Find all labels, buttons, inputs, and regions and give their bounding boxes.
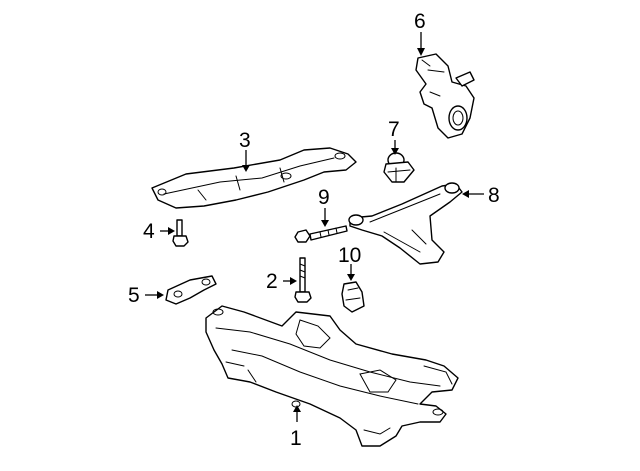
lower-control-arm-part[interactable] [348,182,463,265]
callout-7: 7 [388,118,400,141]
callout-9-arrowhead [321,220,329,227]
control-arm-bolt-part[interactable] [294,225,348,243]
bolt-4-part[interactable] [172,219,189,247]
bolt-2-part[interactable] [294,257,312,303]
bracket-part[interactable] [165,275,217,305]
callout-4: 4 [143,220,155,243]
callout-8-arrowhead [462,190,469,198]
callout-10: 10 [338,244,361,267]
ball-joint-part[interactable] [383,152,415,183]
stopper-part[interactable] [341,281,365,313]
callout-9: 9 [318,186,330,209]
callout-5-arrowhead [157,291,164,299]
callout-1-arrowhead [293,405,301,412]
callout-3: 3 [239,129,251,152]
steering-knuckle-part[interactable] [415,53,475,139]
callout-8: 8 [488,184,500,207]
callout-10-arrowhead [347,274,355,281]
callout-5: 5 [128,284,140,307]
callout-2-arrowhead [290,277,297,285]
callout-7-arrowhead [391,148,399,155]
callout-3-arrowhead [242,165,250,172]
callout-6-arrowhead [417,48,425,56]
under-cover-part[interactable] [151,147,357,209]
callout-2: 2 [266,270,278,293]
callout-6: 6 [414,10,426,33]
callout-4-arrowhead [168,227,175,235]
crossmember-part[interactable] [205,305,459,447]
callout-1: 1 [290,427,302,450]
